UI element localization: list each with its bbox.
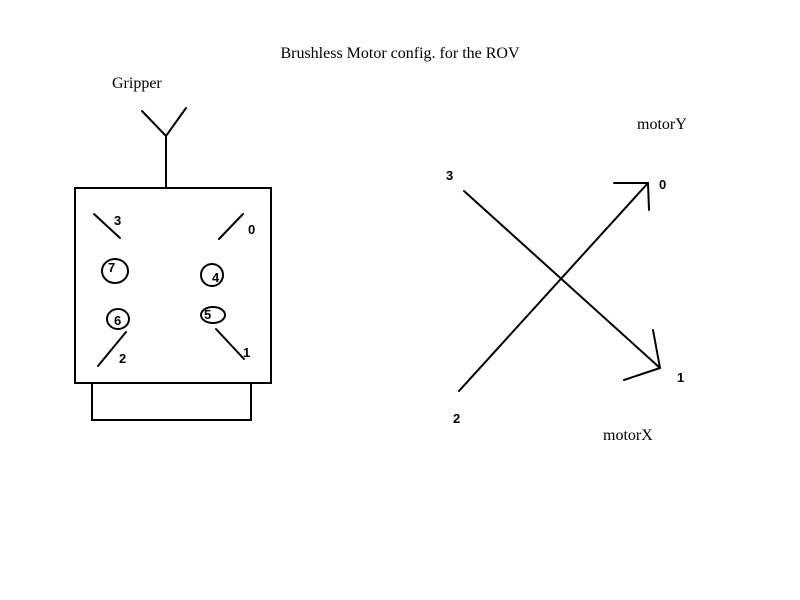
- rov-frame: [74, 187, 272, 384]
- gripper-label: Gripper: [112, 75, 162, 92]
- vertical-thruster-4-label: 4: [212, 270, 220, 285]
- motor-axis-diagram: motorY motorX 3 0 1 2: [446, 116, 687, 444]
- axis-endpoint-1-label: 1: [677, 370, 684, 385]
- vertical-thruster-6-label: 6: [114, 313, 121, 328]
- rov-body-diagram: Gripper 3 0 2 1 7 4 6 5: [74, 75, 272, 421]
- thruster-1-label: 1: [243, 345, 250, 360]
- vertical-thruster-5: [200, 306, 226, 324]
- motor-x-label: motorX: [603, 427, 653, 444]
- vertical-thruster-5-label: 5: [204, 307, 211, 322]
- thruster-3-line: [93, 213, 121, 239]
- thruster-0-line: [218, 213, 244, 240]
- motor-x-axis-line: [463, 190, 661, 369]
- axis-endpoint-2-label: 2: [453, 411, 460, 426]
- vertical-thruster-7-label: 7: [108, 260, 115, 275]
- thruster-3-label: 3: [114, 213, 121, 228]
- rov-base: [91, 382, 252, 421]
- motor-y-axis-line: [458, 182, 649, 392]
- vertical-thruster-4: [200, 263, 224, 287]
- motor-y-arrowhead: [613, 182, 650, 211]
- thruster-0-label: 0: [248, 222, 255, 237]
- axis-endpoint-0-label: 0: [659, 177, 666, 192]
- gripper-arm: [141, 107, 187, 189]
- vertical-thruster-7: [101, 258, 129, 284]
- motor-x-arrowhead: [623, 329, 661, 381]
- thruster-2-line: [97, 331, 127, 367]
- diagram-title: Brushless Motor config. for the ROV: [280, 45, 520, 62]
- motor-y-label: motorY: [637, 116, 687, 133]
- thruster-2-label: 2: [119, 351, 126, 366]
- vertical-thruster-6: [106, 308, 130, 330]
- axis-endpoint-3-label: 3: [446, 168, 453, 183]
- thruster-1-line: [215, 328, 245, 360]
